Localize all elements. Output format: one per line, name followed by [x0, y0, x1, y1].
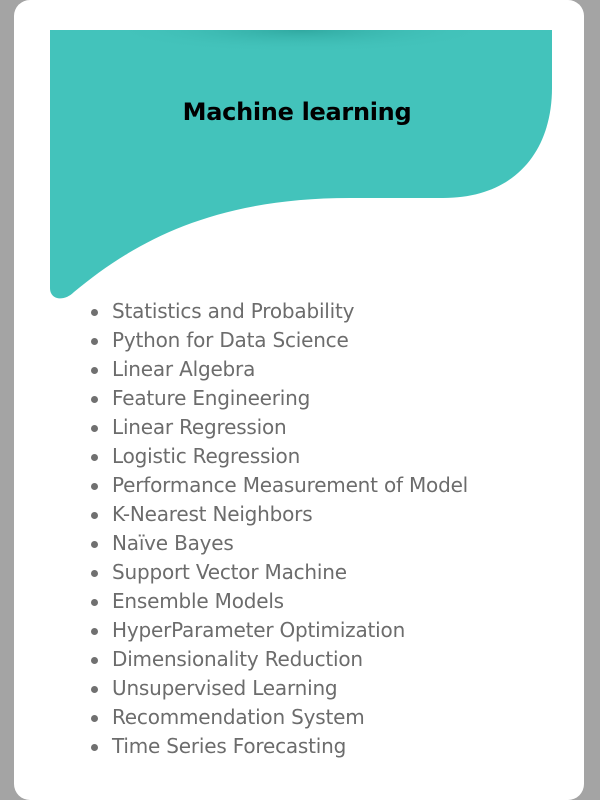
bullet-icon — [91, 686, 98, 693]
list-item-label: Support Vector Machine — [112, 560, 347, 584]
list-item-label: Recommendation System — [112, 705, 365, 729]
bullet-icon — [91, 367, 98, 374]
list-item-label: Linear Algebra — [112, 357, 256, 381]
list-item-label: Statistics and Probability — [112, 299, 355, 323]
list-item: Statistics and Probability — [91, 297, 572, 326]
list-item-label: K-Nearest Neighbors — [112, 502, 313, 526]
bullet-icon — [91, 657, 98, 664]
bullet-icon — [91, 338, 98, 345]
title-banner: Machine learning — [50, 30, 552, 302]
bullet-icon — [91, 483, 98, 490]
list-item: Naïve Bayes — [91, 529, 572, 558]
list-item-label: Time Series Forecasting — [112, 734, 347, 758]
list-item-label: Logistic Regression — [112, 444, 301, 468]
content-card: Machine learning Statistics and Probabil… — [14, 0, 584, 800]
list-item: Support Vector Machine — [91, 558, 572, 587]
list-item-label: Performance Measurement of Model — [112, 473, 469, 497]
banner-title: Machine learning — [182, 98, 412, 126]
bullet-icon — [91, 715, 98, 722]
list-item: HyperParameter Optimization — [91, 616, 572, 645]
list-item: Recommendation System — [91, 703, 572, 732]
list-item-label: Naïve Bayes — [112, 531, 234, 555]
list-item-label: HyperParameter Optimization — [112, 618, 406, 642]
bullet-icon — [91, 599, 98, 606]
bullet-icon — [91, 628, 98, 635]
list-item-label: Dimensionality Reduction — [112, 647, 363, 671]
list-item: Time Series Forecasting — [91, 732, 572, 761]
list-item: Dimensionality Reduction — [91, 645, 572, 674]
list-item: Python for Data Science — [91, 326, 572, 355]
list-item: Linear Algebra — [91, 355, 572, 384]
topic-list: Statistics and Probability Python for Da… — [91, 297, 572, 761]
list-item: Unsupervised Learning — [91, 674, 572, 703]
list-item: Linear Regression — [91, 413, 572, 442]
bullet-icon — [91, 396, 98, 403]
list-item: Performance Measurement of Model — [91, 471, 572, 500]
bullet-icon — [91, 570, 98, 577]
list-item-label: Unsupervised Learning — [112, 676, 338, 700]
list-item: Logistic Regression — [91, 442, 572, 471]
list-item-label: Feature Engineering — [112, 386, 311, 410]
bullet-icon — [91, 541, 98, 548]
list-item-label: Python for Data Science — [112, 328, 349, 352]
bullet-icon — [91, 512, 98, 519]
list-item-label: Ensemble Models — [112, 589, 284, 613]
bullet-icon — [91, 309, 98, 316]
banner-wave-shape — [50, 30, 552, 299]
list-item: K-Nearest Neighbors — [91, 500, 572, 529]
list-item: Ensemble Models — [91, 587, 572, 616]
bullet-icon — [91, 744, 98, 751]
list-item: Feature Engineering — [91, 384, 572, 413]
bullet-icon — [91, 425, 98, 432]
bullet-icon — [91, 454, 98, 461]
list-item-label: Linear Regression — [112, 415, 287, 439]
